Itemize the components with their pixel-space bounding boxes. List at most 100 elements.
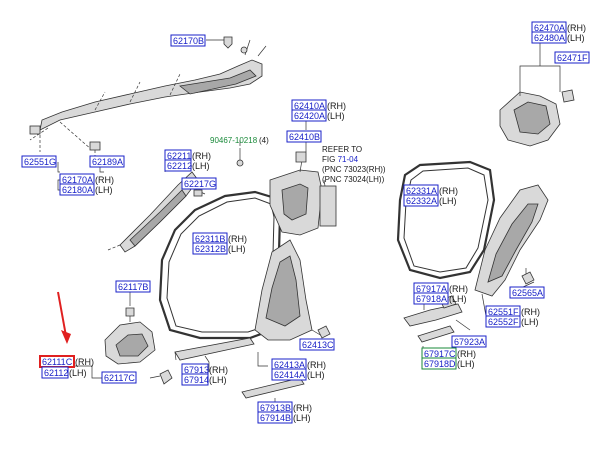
part-label-62565A[interactable]: 62565A	[509, 286, 545, 299]
svg-text:62552F: 62552F	[488, 317, 519, 327]
svg-text:(LH): (LH)	[457, 359, 475, 369]
part-center-pillar-lower	[254, 239, 331, 341]
part-label-62311B[interactable]: 62311B (RH)	[192, 232, 247, 245]
svg-text:62189A: 62189A	[92, 157, 123, 167]
part-label-67917A[interactable]: 67917A (RH)	[413, 282, 468, 295]
svg-text:67917A: 67917A	[416, 284, 447, 294]
svg-text:62470A: 62470A	[534, 23, 565, 33]
svg-text:62211: 62211	[167, 151, 191, 161]
svg-text:62112: 62112	[44, 368, 68, 378]
part-label-67913B[interactable]: 67913B (RH)	[257, 401, 312, 414]
svg-text:(RH): (RH)	[327, 101, 346, 111]
svg-text:62414A: 62414A	[274, 370, 305, 380]
part-label-67917C[interactable]: 67917C (RH)	[421, 347, 476, 360]
svg-text:62332A: 62332A	[406, 196, 437, 206]
part-roof-rail-garnish	[29, 39, 267, 160]
fig-link[interactable]: 71-04	[338, 155, 359, 164]
part-label-62413C[interactable]: 62413C	[299, 338, 335, 351]
svg-text:(PNC 73023(RH)): (PNC 73023(RH))	[322, 165, 386, 174]
svg-text:(LH): (LH)	[327, 111, 345, 121]
part-label-62552F[interactable]: 62552F (LH)	[485, 315, 539, 328]
svg-text:62410A: 62410A	[294, 101, 325, 111]
svg-text:(LH): (LH)	[69, 368, 87, 378]
svg-text:67917C: 67917C	[424, 349, 456, 359]
svg-text:67918D: 67918D	[424, 359, 456, 369]
svg-text:REFER TO: REFER TO	[322, 145, 362, 154]
part-label-67918D[interactable]: 67918D (LH)	[421, 357, 475, 370]
svg-text:(RH): (RH)	[192, 151, 211, 161]
part-label-62217G[interactable]: 62217G	[181, 177, 217, 190]
svg-text:67918A: 67918A	[416, 294, 447, 304]
part-clip-62170B	[206, 36, 233, 49]
svg-text:(LH): (LH)	[307, 370, 325, 380]
svg-text:(RH): (RH)	[307, 360, 326, 370]
svg-text:(LH): (LH)	[439, 196, 457, 206]
part-scuff-plate-front	[174, 337, 305, 399]
part-label-62410A[interactable]: 62410A (RH)	[291, 99, 346, 112]
part-label-62117B[interactable]: 62117B	[115, 280, 151, 293]
part-label-62170A[interactable]: 62170A (RH)	[59, 173, 114, 186]
svg-text:(LH): (LH)	[95, 185, 113, 195]
svg-text:62565A: 62565A	[512, 288, 543, 298]
part-label-62312B[interactable]: 62312B (LH)	[192, 242, 246, 255]
svg-text:62212: 62212	[167, 161, 192, 171]
svg-text:(RH): (RH)	[521, 307, 540, 317]
svg-text:(RH): (RH)	[209, 365, 228, 375]
part-label-62212[interactable]: 62212 (LH)	[164, 159, 210, 172]
part-label-67914[interactable]: 67914 (LH)	[181, 373, 227, 386]
part-label-62480A[interactable]: 62480A (LH)	[531, 31, 585, 44]
part-center-pillar-upper	[236, 148, 337, 236]
refer-note: REFER TO FIG 71-04 (PNC 73023(RH)) (PNC …	[322, 145, 386, 184]
svg-text:62170A: 62170A	[62, 175, 93, 185]
part-label-62414A[interactable]: 62414A (LH)	[271, 368, 325, 381]
part-label-62211[interactable]: 62211 (RH)	[164, 149, 211, 162]
part-label-62420A[interactable]: 62420A (LH)	[291, 109, 345, 122]
red-arrow-icon	[57, 291, 71, 344]
part-label-62112[interactable]: 62112 (LH)	[41, 366, 87, 379]
svg-text:62180A: 62180A	[62, 185, 93, 195]
part-label-62332A[interactable]: 62332A (LH)	[403, 194, 457, 207]
part-label-67923A[interactable]: 67923A	[451, 335, 487, 348]
svg-text:(LH): (LH)	[449, 294, 467, 304]
part-label-62470A[interactable]: 62470A (RH)	[531, 21, 586, 34]
svg-text:(4): (4)	[259, 136, 269, 145]
svg-text:62420A: 62420A	[294, 111, 325, 121]
part-label-62471F[interactable]: 62471F	[554, 51, 590, 64]
svg-text:67914: 67914	[184, 375, 209, 385]
svg-text:62312B: 62312B	[195, 244, 226, 254]
svg-text:(LH): (LH)	[228, 244, 246, 254]
svg-text:(LH): (LH)	[567, 33, 585, 43]
part-label-67914B[interactable]: 67914B (LH)	[257, 411, 311, 424]
part-front-pillar-garnish	[107, 160, 206, 253]
part-label-90467-10218[interactable]: 90467-10218 (4)	[210, 136, 269, 145]
svg-text:62551F: 62551F	[488, 307, 519, 317]
svg-text:(RH): (RH)	[293, 403, 312, 413]
part-cowl-side-trim	[104, 292, 173, 385]
part-label-62117C[interactable]: 62117C	[101, 371, 137, 384]
svg-text:62111C: 62111C	[42, 357, 73, 367]
svg-text:67923A: 67923A	[454, 337, 485, 347]
part-label-62551G[interactable]: 62551G	[21, 155, 57, 168]
part-label-62331A[interactable]: 62331A (RH)	[403, 184, 458, 197]
part-label-62413A[interactable]: 62413A (RH)	[271, 358, 326, 371]
part-quarter-trim-rear	[474, 184, 549, 297]
part-label-62170B[interactable]: 62170B	[170, 34, 206, 47]
svg-text:62331A: 62331A	[406, 186, 437, 196]
part-label-67918A[interactable]: 67918A (LH)	[413, 292, 467, 305]
svg-text:(RH): (RH)	[95, 175, 114, 185]
part-label-62180A[interactable]: 62180A (LH)	[59, 183, 113, 196]
svg-text:62471F: 62471F	[557, 53, 588, 63]
svg-text:62311B: 62311B	[195, 234, 225, 244]
part-label-62551F[interactable]: 62551F (RH)	[485, 305, 540, 318]
part-label-62111C[interactable]: 62111C (RH)	[39, 355, 94, 368]
svg-text:62410B: 62410B	[289, 132, 320, 142]
svg-text:62117B: 62117B	[118, 282, 148, 292]
svg-text:(RH): (RH)	[567, 23, 586, 33]
part-label-67913[interactable]: 67913 (RH)	[181, 363, 228, 376]
svg-text:62117C: 62117C	[104, 373, 135, 383]
part-label-62410B[interactable]: 62410B	[286, 130, 322, 143]
part-label-62189A[interactable]: 62189A	[89, 155, 125, 168]
svg-text:(RH): (RH)	[75, 357, 94, 367]
part-rear-pillar-garnish	[499, 40, 575, 147]
